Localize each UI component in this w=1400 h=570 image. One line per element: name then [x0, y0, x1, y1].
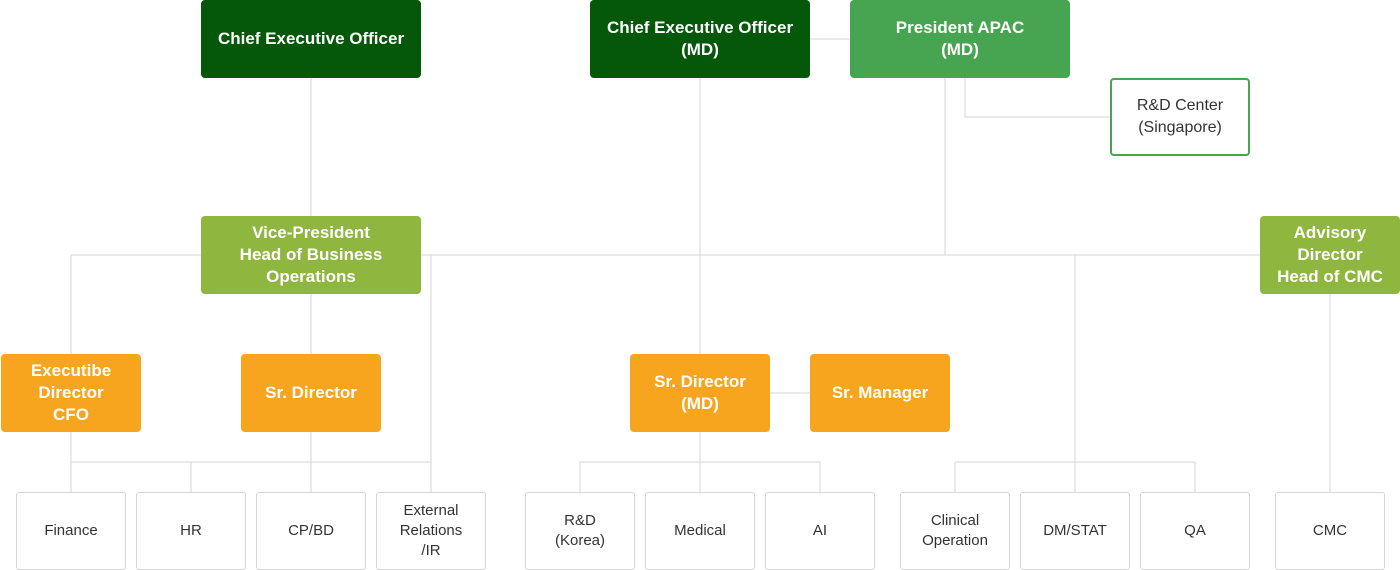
rd-center-singapore-box: R&D Center (Singapore)	[1110, 78, 1250, 156]
dm-stat-box: DM/STAT	[1020, 492, 1130, 570]
vp-business-operations-box: Vice-President Head of Business Operatio…	[201, 216, 421, 294]
medical-box: Medical	[645, 492, 755, 570]
ai-box: AI	[765, 492, 875, 570]
cmc-box: CMC	[1275, 492, 1385, 570]
qa-box: QA	[1140, 492, 1250, 570]
executive-director-cfo-box: Executibe Director CFO	[1, 354, 141, 432]
president-apac-box: President APAC (MD)	[850, 0, 1070, 78]
sr-manager-box: Sr. Manager	[810, 354, 950, 432]
ceo-box: Chief Executive Officer	[201, 0, 421, 78]
clinical-operation-box: Clinical Operation	[900, 492, 1010, 570]
rd-korea-box: R&D (Korea)	[525, 492, 635, 570]
cp-bd-box: CP/BD	[256, 492, 366, 570]
external-relations-ir-box: External Relations /IR	[376, 492, 486, 570]
hr-box: HR	[136, 492, 246, 570]
sr-director-box: Sr. Director	[241, 354, 381, 432]
finance-box: Finance	[16, 492, 126, 570]
ceo-md-box: Chief Executive Officer (MD)	[590, 0, 810, 78]
advisory-director-cmc-box: Advisory Director Head of CMC	[1260, 216, 1400, 294]
sr-director-md-box: Sr. Director (MD)	[630, 354, 770, 432]
